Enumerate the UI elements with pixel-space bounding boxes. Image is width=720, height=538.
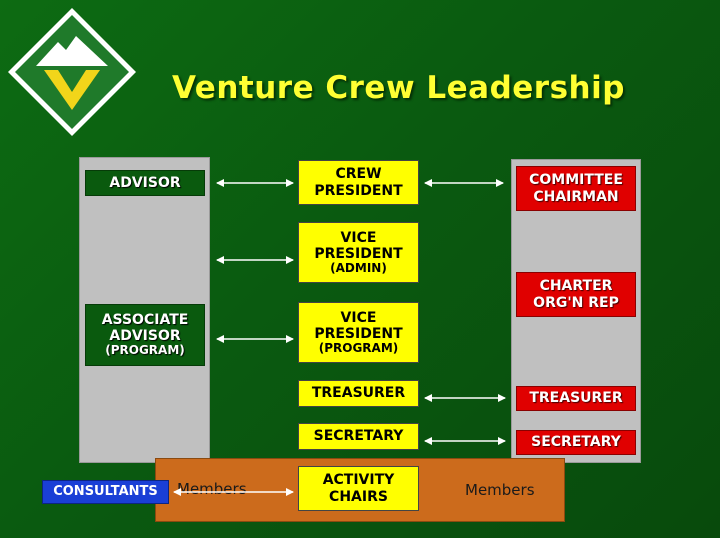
committee-treasurer-label: TREASURER <box>529 390 623 407</box>
associate-advisor-line2: ADVISOR <box>109 328 181 345</box>
crew-president-line1: CREW <box>335 166 382 183</box>
vp-program-line2: PRESIDENT <box>314 325 403 342</box>
consultants-label: CONSULTANTS <box>53 483 158 499</box>
page-title: Venture Crew Leadership <box>172 70 625 106</box>
crew-treasurer-label: TREASURER <box>311 385 406 402</box>
committee-treasurer-box: TREASURER <box>516 386 636 411</box>
vp-program-line3: (PROGRAM) <box>318 340 399 355</box>
venture-logo-icon <box>8 8 136 136</box>
charter-org-rep-box: CHARTER ORG'N REP <box>516 272 636 317</box>
members-right-label: Members <box>465 481 535 499</box>
associate-advisor-box: ASSOCIATE ADVISOR (PROGRAM) <box>85 304 205 366</box>
committee-chairman-box: COMMITTEE CHAIRMAN <box>516 166 636 211</box>
committee-secretary-label: SECRETARY <box>531 434 621 451</box>
vp-admin-line3: (ADMIN) <box>330 260 387 275</box>
committee-chairman-line1: COMMITTEE <box>529 172 623 189</box>
charter-org-rep-line2: ORG'N REP <box>533 294 619 311</box>
crew-president-line2: PRESIDENT <box>314 182 403 199</box>
committee-secretary-box: SECRETARY <box>516 430 636 455</box>
charter-org-rep-line1: CHARTER <box>539 278 613 295</box>
vp-program-box: VICE PRESIDENT (PROGRAM) <box>298 302 419 363</box>
vp-program-line1: VICE <box>340 309 377 326</box>
consultants-box: CONSULTANTS <box>42 480 169 504</box>
advisor-label: ADVISOR <box>109 174 181 191</box>
committee-chairman-line2: CHAIRMAN <box>533 188 619 205</box>
associate-advisor-line3: (PROGRAM) <box>105 343 185 358</box>
vp-admin-line2: PRESIDENT <box>314 245 403 262</box>
activity-chairs-line2: CHAIRS <box>329 488 388 505</box>
activity-chairs-box: ACTIVITY CHAIRS <box>298 466 419 511</box>
activity-chairs-line1: ACTIVITY <box>322 472 395 489</box>
advisor-box: ADVISOR <box>85 170 205 196</box>
crew-president-box: CREW PRESIDENT <box>298 160 419 205</box>
crew-treasurer-box: TREASURER <box>298 380 419 407</box>
crew-secretary-label: SECRETARY <box>313 428 404 445</box>
members-left-label: Members <box>177 480 247 498</box>
crew-secretary-box: SECRETARY <box>298 423 419 450</box>
associate-advisor-line1: ASSOCIATE <box>101 312 189 328</box>
vp-admin-line1: VICE <box>340 229 377 246</box>
vp-admin-box: VICE PRESIDENT (ADMIN) <box>298 222 419 283</box>
